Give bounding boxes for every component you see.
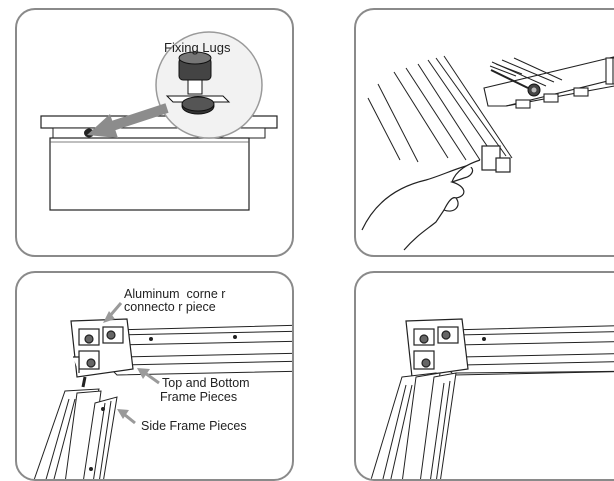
panel-body: [49, 137, 250, 211]
corner-connector-label-line2: connecto r piece: [124, 300, 216, 314]
fixing-lugs-label: Fixing Lugs: [164, 40, 231, 55]
top-bottom-label-line2: Frame Pieces: [160, 390, 238, 404]
corner-connector-insert: [481, 145, 511, 173]
insert-frame-illustration: [361, 55, 614, 251]
connector-pin: [81, 376, 87, 388]
panel-assembled-corner: [354, 271, 614, 481]
fixing-lugs-illustration: [40, 31, 278, 211]
panel-frame-pieces: Aluminum corne r connecto r piece Top an…: [15, 271, 294, 481]
screw-icon: [489, 63, 541, 97]
hand-icon: [361, 159, 481, 251]
panel-fixing-lugs: Fixing Lugs: [15, 8, 294, 257]
assembled-corner-connector: [405, 318, 469, 378]
diagonal-frame-profile: [367, 55, 513, 163]
corner-connector-label-line1: Aluminum corne r: [124, 287, 226, 301]
callout-arrows: [103, 302, 160, 425]
frame-pieces-illustration: [33, 302, 292, 479]
rod-parts: [491, 57, 563, 87]
top-bottom-label-line1: Top and Bottom: [162, 376, 250, 390]
side-frame-label: Side Frame Pieces: [141, 419, 247, 433]
assembled-side-frame: [370, 370, 614, 479]
lug-detail-icon: [165, 51, 231, 115]
corner-connector-piece: [70, 318, 134, 378]
assembled-corner-illustration: [370, 318, 614, 479]
panel-insert-frame: [354, 8, 614, 257]
horizontal-frame-profile: [483, 56, 614, 109]
side-frame-pieces: [33, 388, 118, 479]
pointer-arrow: [87, 103, 169, 138]
